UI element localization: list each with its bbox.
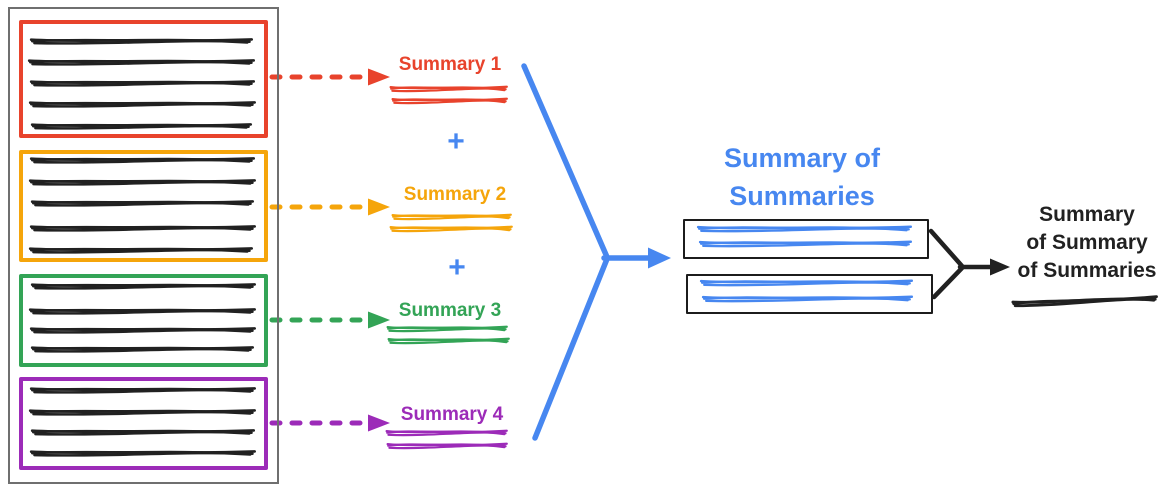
document-group-4 <box>19 377 268 470</box>
intermediate-summary-box-1 <box>683 219 929 259</box>
summary-4-scribble <box>385 429 509 450</box>
dashed-arrow-summary-2 <box>269 198 390 216</box>
black-arrowhead <box>990 258 1010 276</box>
blue-arrowhead <box>648 247 671 269</box>
stage3-scribble <box>1013 297 1157 306</box>
document-group-1 <box>19 20 268 138</box>
document-group-2 <box>19 150 268 262</box>
dashed-arrow-summary-4 <box>269 414 390 432</box>
dashed-arrow-summary-1 <box>269 68 390 86</box>
merge-connector-blue <box>521 63 671 441</box>
summary-1-label: Summary 1 <box>398 54 502 75</box>
plus-operator-1: + <box>447 125 465 158</box>
final-summary-label: Summary of Summary of Summaries <box>1017 203 1157 282</box>
summary-3-label: Summary 3 <box>398 300 502 321</box>
intermediate-summary-box-2 <box>686 274 933 314</box>
plus-operator-2: + <box>448 251 466 284</box>
summary-2-scribble <box>389 213 514 233</box>
summary-of-summaries-title: Summary of Summaries <box>723 143 881 211</box>
summary-1-scribble <box>389 85 509 105</box>
summary-4-label: Summary 4 <box>400 404 504 425</box>
source-documents-panel <box>8 7 279 484</box>
summary-3-scribble <box>386 325 511 345</box>
document-group-3 <box>19 274 268 367</box>
summary-2-label: Summary 2 <box>403 184 507 205</box>
merge-connector-black <box>928 228 1010 300</box>
dashed-arrow-summary-3 <box>269 311 390 329</box>
